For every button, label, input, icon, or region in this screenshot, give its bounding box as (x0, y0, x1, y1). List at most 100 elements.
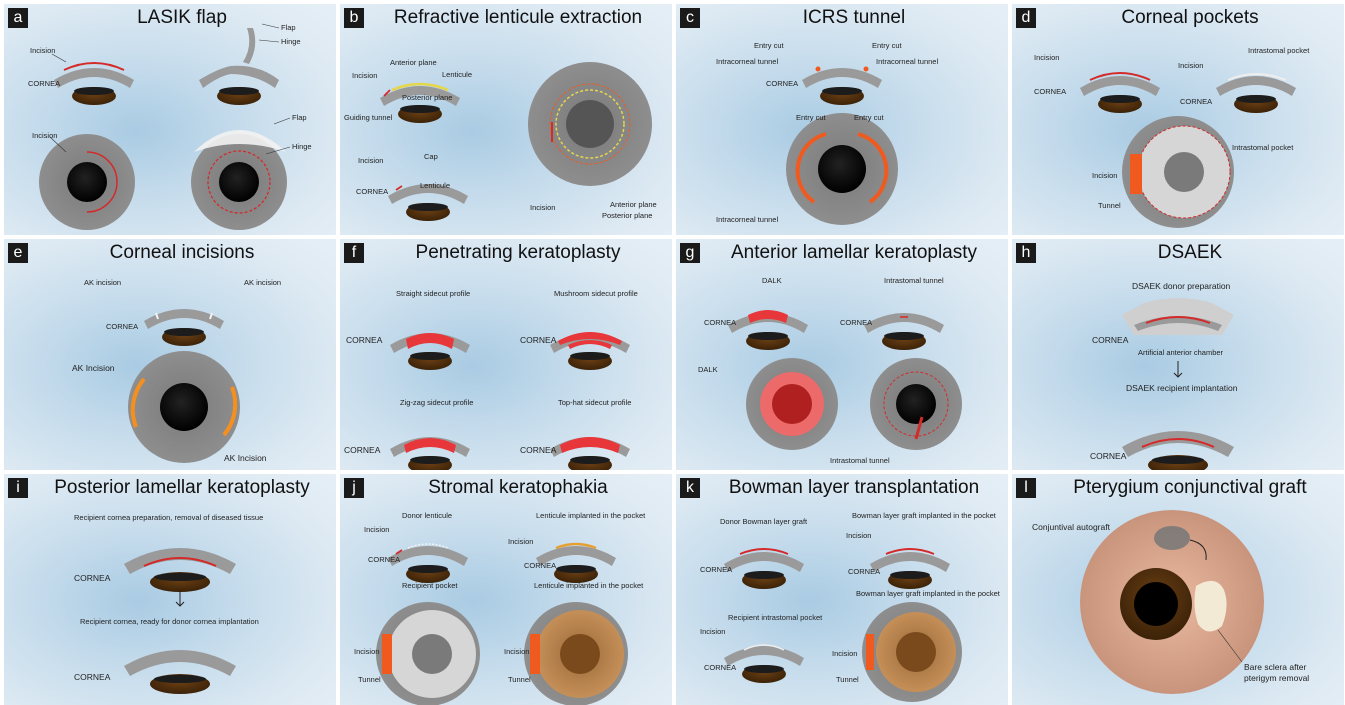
label: Hinge (281, 37, 301, 46)
panel-b-diagram: Anterior plane Lenticule Incision Poster… (340, 4, 672, 235)
label: Incision (30, 46, 55, 55)
label: Bowman layer graft implanted in the pock… (856, 589, 1001, 598)
label: Mushroom sidecut profile (554, 289, 638, 298)
label: Tunnel (1098, 201, 1121, 210)
panel-j-diagram: Donor lenticule Lenticule implanted in t… (340, 474, 672, 705)
panel-c-diagram: Entry cut Entry cut Intracorneal tunnel … (676, 4, 1008, 235)
label: Incision (508, 537, 533, 546)
label: Recipient intrastomal pocket (728, 613, 823, 622)
label: CORNEA (344, 445, 381, 455)
label: DSAEK donor preparation (1132, 281, 1231, 291)
label: Lenticule implanted in the pocket (536, 511, 646, 520)
panel-e-diagram: AK incision AK incision CORNEA AK Incisi… (4, 239, 336, 470)
label: DSAEK recipient implantation (1126, 383, 1238, 393)
label: DALK (698, 365, 718, 374)
label: Incision (832, 649, 857, 658)
label: Incision (504, 647, 529, 656)
panel-l-diagram: Conjuntival autograft Bare sclera after … (1012, 474, 1344, 705)
label: Incision (1092, 171, 1117, 180)
label: CORNEA (1092, 335, 1129, 345)
label: Incision (32, 131, 57, 140)
label: CORNEA (1090, 451, 1127, 461)
panel-c: c ICRS tunnel Entry cut Entry cut Intrac… (676, 4, 1008, 235)
label: CORNEA (840, 318, 872, 327)
label: Entry cut (854, 113, 885, 122)
label: Intrastomal pocket (1232, 143, 1294, 152)
label: CORNEA (346, 335, 383, 345)
panel-i: i Posterior lamellar keratoplasty Recipi… (4, 474, 336, 705)
label: Intracorneal tunnel (716, 215, 778, 224)
label: Anterior plane (390, 58, 437, 67)
label: CORNEA (1180, 97, 1212, 106)
label: Tunnel (358, 675, 381, 684)
label: Cap (424, 152, 438, 161)
label: Intrastomal tunnel (884, 276, 944, 285)
label: Lenticule (442, 70, 472, 79)
label: CORNEA (520, 335, 557, 345)
label: Recipient pocket (402, 581, 458, 590)
label: Incision (846, 531, 871, 540)
label: CORNEA (520, 445, 557, 455)
label: Incision (354, 647, 379, 656)
label: Flap (281, 23, 296, 32)
panel-f-diagram: Straight sidecut profile Mushroom sidecu… (340, 239, 672, 470)
label: pterigym removal (1244, 673, 1309, 683)
label: DALK (762, 276, 782, 285)
panel-g-diagram: DALK Intrastomal tunnel CORNEA CORNEA DA… (676, 239, 1008, 470)
panel-l: l Pterygium conjunctival graft Conjuntiv… (1012, 474, 1344, 705)
label: CORNEA (74, 573, 111, 583)
panel-k-diagram: Donor Bowman layer graft Bowman layer gr… (676, 474, 1008, 705)
label: Posterior plane (602, 211, 652, 220)
label: CORNEA (1034, 87, 1066, 96)
label: Top-hat sidecut profile (558, 398, 631, 407)
label: CORNEA (704, 663, 736, 672)
label: AK incision (84, 278, 121, 287)
panel-d: d Corneal pockets Incision CORNEA Intras… (1012, 4, 1344, 235)
label: Posterior plane (402, 93, 452, 102)
panel-a-diagram: Incision CORNEA Flap Hinge Incision Flap… (4, 4, 336, 235)
label: AK Incision (72, 363, 115, 373)
label: CORNEA (700, 565, 732, 574)
label: Recipient cornea preparation, removal of… (74, 513, 263, 522)
panel-j: j Stromal keratophakia Donor lenticule L… (340, 474, 672, 705)
label: Tunnel (836, 675, 859, 684)
label: Recipient cornea, ready for donor cornea… (80, 617, 259, 626)
label: Intrastomal pocket (1248, 46, 1310, 55)
panel-f: f Penetrating keratoplasty Straight side… (340, 239, 672, 470)
label: Hinge (292, 142, 312, 151)
label: CORNEA (704, 318, 736, 327)
label: Entry cut (872, 41, 903, 50)
label: Flap (292, 113, 307, 122)
label: Entry cut (796, 113, 827, 122)
label: Incision (352, 71, 377, 80)
panel-d-diagram: Incision CORNEA Intrastomal pocket Incis… (1012, 4, 1344, 235)
panel-h-diagram: DSAEK donor preparation CORNEA Artificia… (1012, 239, 1344, 470)
panel-k: k Bowman layer transplantation Donor Bow… (676, 474, 1008, 705)
label: Donor lenticule (402, 511, 452, 520)
label: Incision (530, 203, 555, 212)
label: CORNEA (356, 187, 388, 196)
label: AK Incision (224, 453, 267, 463)
label: Intracorneal tunnel (716, 57, 778, 66)
label: Incision (700, 627, 725, 636)
panel-g: g Anterior lamellar keratoplasty DALK In… (676, 239, 1008, 470)
label: Artificial anterior chamber (1138, 348, 1224, 357)
label: Incision (358, 156, 383, 165)
label: Conjuntival autograft (1032, 522, 1111, 532)
label: Incision (1178, 61, 1203, 70)
label: Intrastomal tunnel (830, 456, 890, 465)
label: Bare sclera after (1244, 662, 1307, 672)
panel-e: e Corneal incisions AK incision AK incis… (4, 239, 336, 470)
panel-b: b Refractive lenticule extraction Anteri… (340, 4, 672, 235)
label: Guiding tunnel (344, 113, 393, 122)
label: Donor Bowman layer graft (720, 517, 808, 526)
label: Lenticule implanted in the pocket (534, 581, 644, 590)
label: Tunnel (508, 675, 531, 684)
label: CORNEA (106, 322, 138, 331)
label: Incision (364, 525, 389, 534)
label: CORNEA (28, 79, 60, 88)
panel-i-diagram: Recipient cornea preparation, removal of… (4, 474, 336, 705)
label: CORNEA (74, 672, 111, 682)
label: CORNEA (766, 79, 798, 88)
